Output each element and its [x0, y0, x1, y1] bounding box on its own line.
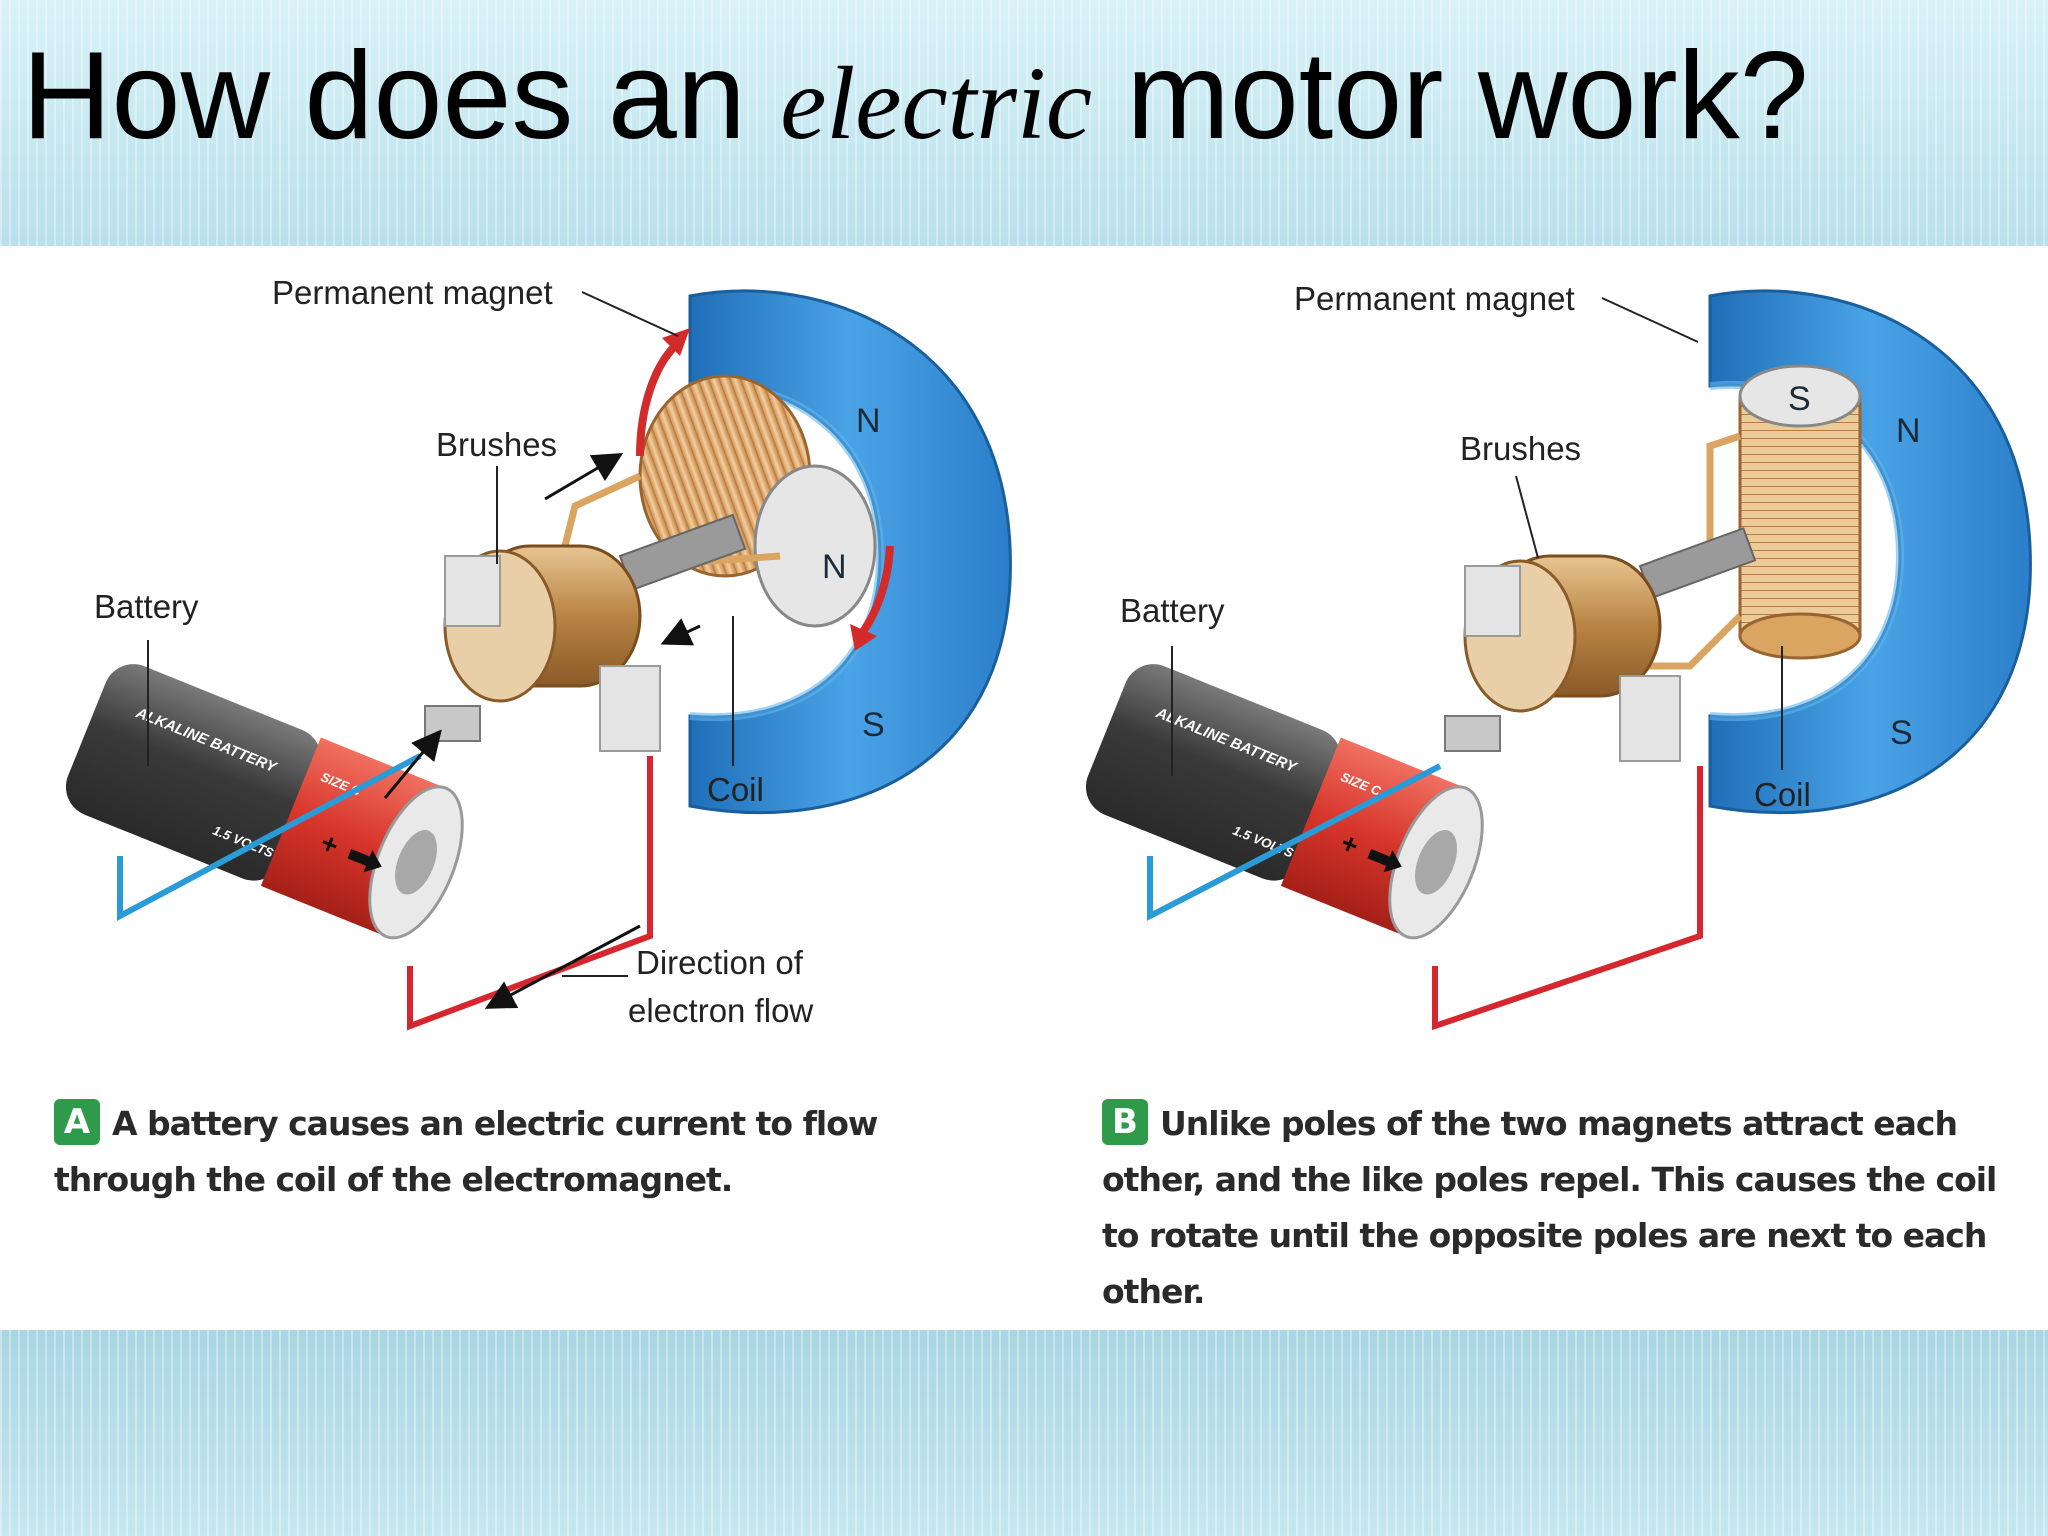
label-coil-b: Coil	[1754, 776, 1811, 813]
caption-text-a: A battery causes an electric current to …	[54, 1104, 878, 1199]
label-brushes-a: Brushes	[436, 426, 557, 463]
coil-pole-a: N	[822, 548, 847, 586]
caption-badge-b: B	[1102, 1099, 1148, 1145]
title-part-2: motor work?	[1092, 27, 1809, 165]
label-battery-a: Battery	[94, 588, 199, 625]
magnet-pole-n-b: N	[1896, 412, 1921, 450]
rotation-arrow-bottom-a	[856, 545, 894, 639]
rotation-arrow-top-a	[636, 343, 678, 457]
brush-left-b	[1464, 565, 1521, 637]
magnet-pole-s-a: S	[862, 706, 885, 744]
wire-blue-a	[117, 753, 422, 921]
panel-a-illustration: N S N ALKAL	[65, 274, 1012, 1031]
header-band	[0, 0, 2048, 246]
label-coil-a: Coil	[707, 771, 764, 808]
magnet-pole-s-b: S	[1890, 714, 1913, 752]
title-emphasis: electric	[780, 46, 1093, 161]
brush-left-a	[444, 555, 501, 627]
caption-text-b: Unlike poles of the two magnets attract …	[1102, 1104, 1997, 1311]
label-direction-line2-a: electron flow	[628, 992, 813, 1029]
title-part-1: How does an	[22, 27, 781, 165]
magnet-pole-n-a: N	[856, 402, 881, 440]
caption-badge-a: A	[54, 1099, 100, 1145]
label-direction-line1-a: Direction of	[636, 944, 804, 981]
label-battery-b: Battery	[1120, 592, 1225, 629]
label-permanent-magnet-b: Permanent magnet	[1294, 280, 1575, 317]
brush-right-a	[599, 665, 661, 752]
wire-red-b	[1432, 766, 1703, 1031]
wire-red-a	[407, 756, 653, 1031]
slide-title: How does an electric motor work?	[22, 16, 1809, 184]
brush-right-b	[1619, 675, 1681, 762]
label-brushes-b: Brushes	[1460, 430, 1581, 467]
motor-diagrams: N S N ALKAL	[65, 274, 2032, 1031]
label-permanent-magnet-a: Permanent magnet	[272, 274, 553, 311]
footer-band	[0, 1330, 2048, 1536]
battery-b: ALKALINE BATTERY SIZE C 1.5 VOLTS +	[1085, 664, 1484, 940]
coil-pole-b: S	[1788, 380, 1811, 418]
coil-b: S	[1738, 364, 1862, 660]
wire-blue-b	[1147, 763, 1442, 921]
panel-b-illustration: N S S ALKALINE BATTERY SIZE C	[1085, 280, 2032, 1031]
